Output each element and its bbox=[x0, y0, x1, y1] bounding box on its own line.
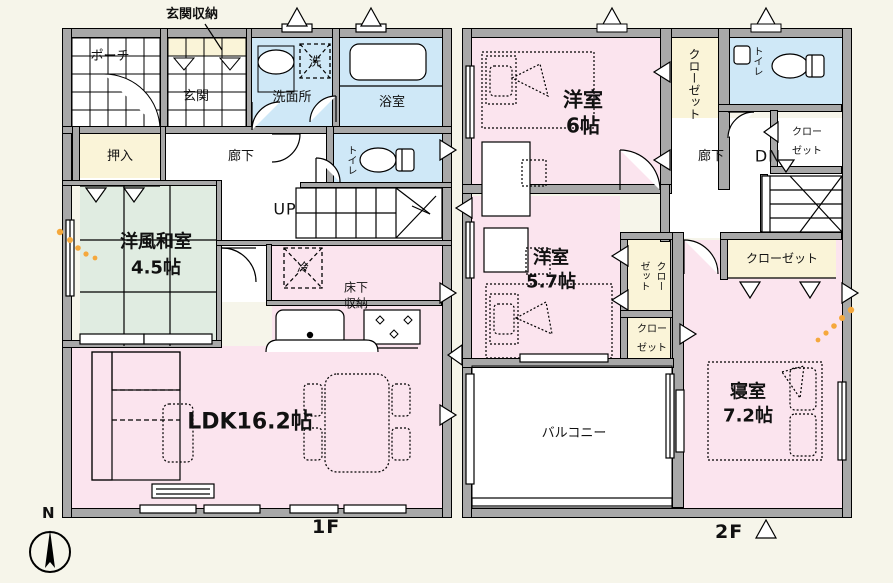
label-balcony: バルコニー bbox=[541, 426, 607, 442]
wall-2f-hall-left bbox=[660, 184, 670, 242]
floor-label-2f: 2F bbox=[715, 521, 744, 543]
label-shinshitsu-name: 寝室 bbox=[730, 381, 766, 403]
wall-2f-yoshitsu6-right bbox=[660, 28, 672, 190]
label-yukashita-1: 床下 bbox=[343, 280, 369, 295]
wall-2f-shinshitsu-left bbox=[672, 232, 684, 508]
room-oshiire bbox=[80, 134, 160, 178]
label-rouka-1f: 廊下 bbox=[227, 149, 255, 165]
wall-1f-washitsu-bottom bbox=[62, 340, 222, 348]
label-washitsu-area: 4.5帖 bbox=[131, 257, 181, 279]
wall-2f-outer-left bbox=[462, 28, 472, 518]
room-stairs-1f bbox=[216, 186, 442, 244]
room-senmenjo bbox=[252, 38, 332, 130]
compass: N bbox=[22, 505, 78, 574]
wall-2f-toilet-bottom bbox=[718, 104, 842, 112]
wall-1f-toilet-left bbox=[326, 126, 334, 188]
wall-2f-outer-right bbox=[842, 28, 852, 518]
room-closet-mid2 bbox=[628, 318, 676, 362]
wall-1f-kitchen-left bbox=[266, 244, 272, 302]
label-toilet-2f: トイレ bbox=[751, 46, 762, 76]
wall-1f-stairs-bottom bbox=[216, 240, 452, 246]
label-yoshitsu6-name: 洋室 bbox=[563, 87, 603, 112]
wall-1f-outer-top bbox=[62, 28, 452, 38]
wall-2f-outer-bottom bbox=[462, 508, 852, 518]
wall-1f-toilet-bottom bbox=[300, 182, 452, 188]
label-closet-mid-1: クロー bbox=[654, 261, 665, 291]
label-closet-mid-2: ゼット bbox=[638, 261, 649, 291]
label-washitsu-name: 洋風和室 bbox=[120, 231, 192, 253]
wall-2f-closettr-bottom bbox=[770, 166, 842, 174]
wall-1f-oshiire-right bbox=[160, 126, 166, 186]
label-closet-right: クローゼット bbox=[745, 251, 819, 266]
room-yoshitsu6 bbox=[472, 38, 660, 186]
label-rei: 冷 bbox=[296, 260, 310, 275]
wall-2f-closetmid-band bbox=[620, 232, 680, 240]
label-closet-left: クローゼット bbox=[687, 48, 701, 120]
label-yoshitsu6-area: 6帖 bbox=[566, 113, 600, 138]
label-ldk: LDK16.2帖 bbox=[187, 409, 313, 435]
label-closet-tr-2: ゼット bbox=[792, 145, 822, 157]
room-closet-mid bbox=[628, 240, 676, 312]
label-up: UP bbox=[273, 199, 297, 219]
label-yoshitsu57-name: 洋室 bbox=[533, 247, 569, 269]
label-yukashita-2: 収納 bbox=[343, 296, 369, 311]
wall-2f-outer-top bbox=[462, 28, 852, 38]
wall-1f-outer-right bbox=[442, 28, 452, 518]
label-yokushitsu: 浴室 bbox=[378, 95, 406, 111]
label-closet-mid2-2: ゼット bbox=[637, 342, 667, 354]
callout-genkan-shuno: 玄関収納 bbox=[165, 7, 219, 23]
label-dn: DN bbox=[754, 146, 782, 166]
wall-2f-closetright-band bbox=[720, 232, 842, 240]
wall-2f-yoshitsu6-bottom bbox=[462, 184, 672, 194]
room-genkan-shuno bbox=[168, 38, 246, 56]
label-toilet-1f: トイレ bbox=[345, 145, 356, 175]
label-closet-mid2-1: クロー bbox=[637, 323, 667, 335]
compass-label-north: N bbox=[42, 504, 55, 522]
room-corridor-kitchen-gap bbox=[216, 244, 272, 302]
wall-1f-outer-bottom bbox=[62, 508, 452, 518]
wall-1f-wash-bath bbox=[332, 28, 340, 130]
wall-1f-genkan-wash bbox=[246, 28, 252, 130]
label-yoshitsu57-area: 5.7帖 bbox=[526, 271, 576, 293]
room-washitsu bbox=[80, 186, 216, 346]
label-sen: 洗 bbox=[308, 54, 322, 69]
label-closet-tr-1: クロー bbox=[792, 126, 822, 138]
wall-1f-hall-bottom bbox=[62, 180, 222, 186]
label-senmenjo: 洗面所 bbox=[272, 90, 312, 106]
floor-label-1f: 1F bbox=[312, 516, 341, 538]
label-shinshitsu-area: 7.2帖 bbox=[723, 405, 773, 427]
label-porch: ポーチ bbox=[90, 49, 130, 65]
wall-1f-north-band bbox=[62, 126, 452, 134]
room-closet-right bbox=[728, 240, 836, 278]
wall-1f-porch-genkan bbox=[160, 28, 168, 130]
wall-1f-outer-left bbox=[62, 28, 72, 518]
wall-2f-mid-right bbox=[620, 232, 628, 366]
wall-2f-balcony-top bbox=[462, 358, 674, 368]
wall-1f-washitsu-right bbox=[216, 180, 222, 348]
wall-2f-stairwell-left bbox=[760, 174, 768, 232]
label-oshiire: 押入 bbox=[106, 149, 134, 165]
wall-1f-oshiire-left bbox=[72, 126, 80, 186]
room-toilet-2f bbox=[730, 38, 842, 110]
room-shinshitsu bbox=[684, 240, 842, 508]
room-yokushitsu bbox=[340, 38, 442, 130]
label-rouka-2f: 廊下 bbox=[697, 149, 725, 165]
label-genkan: 玄関 bbox=[182, 89, 210, 105]
wall-2f-closetmid-band2 bbox=[620, 310, 680, 318]
